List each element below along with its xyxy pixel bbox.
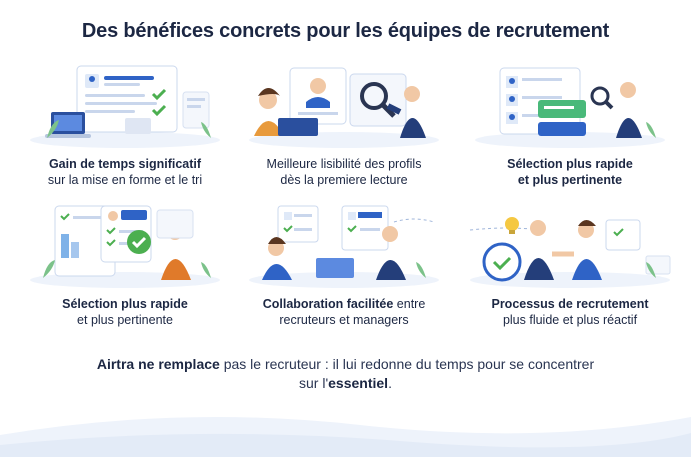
benefit-card-faster-selection: Sélection plus rapide et plus pertinente — [460, 60, 680, 235]
benefit-title: Collaboration facilitée — [262, 297, 394, 311]
tagline: Airtra ne remplace pas le recruteur : il… — [96, 356, 595, 391]
benefit-card-fluid-process: Processus de recrutement plus fluide et … — [460, 200, 680, 375]
tagline-keyword: essentiel — [328, 375, 389, 391]
benefit-caption: Sélection plus rapide et plus pertinente — [460, 156, 680, 188]
benefit-card-collaboration: Collaboration facilitée entre recruteurs… — [234, 200, 454, 375]
benefit-subtitle: dès la premiere lecture — [280, 173, 408, 187]
candidate-cards-icon — [475, 67, 665, 148]
benefit-card-faster-selection-2: Sélection plus rapide et plus pertinente — [15, 200, 235, 375]
benefit-subtitle: sur la mise en forme et le tri — [47, 173, 203, 187]
benefit-title: Sélection plus rapide — [507, 157, 633, 171]
team-collaboration-icon — [249, 205, 439, 288]
benefit-caption: Gain de temps significatif sur la mise e… — [15, 156, 235, 188]
decorative-waves — [0, 417, 691, 457]
benefit-caption: Sélection plus rapide et plus pertinente — [15, 296, 235, 328]
benefit-subtitle: plus fluide et plus réactif — [502, 313, 638, 327]
benefit-title: Gain de temps significatif — [48, 157, 202, 171]
magnifier-profile-icon — [249, 67, 439, 148]
benefit-caption: Meilleure lisibilité des profils dès la … — [234, 156, 454, 188]
benefit-caption: Processus de recrutement plus fluide et … — [460, 296, 680, 328]
benefit-title: Sélection plus rapide — [62, 297, 188, 311]
benefit-card-time-saving: Gain de temps significatif sur la mise e… — [15, 60, 235, 235]
benefit-card-readability: Meilleure lisibilité des profils dès la … — [234, 60, 454, 235]
benefit-caption: Collaboration facilitée entre recruteurs… — [234, 296, 454, 328]
page-title: Des bénéfices concrets pour les équipes … — [81, 20, 610, 42]
handshake-clock-icon — [469, 217, 671, 288]
profile-validation-icon — [30, 205, 220, 288]
laptop-checklist-icon — [30, 65, 220, 148]
benefit-title: Processus de recrutement — [491, 297, 649, 311]
tagline-emphasis: Airtra ne remplace — [96, 356, 220, 372]
benefit-subtitle: recruteurs et managers — [279, 313, 409, 327]
benefit-subtitle: et plus pertinente — [77, 313, 173, 327]
benefit-subtitle: et plus pertinente — [517, 173, 623, 187]
